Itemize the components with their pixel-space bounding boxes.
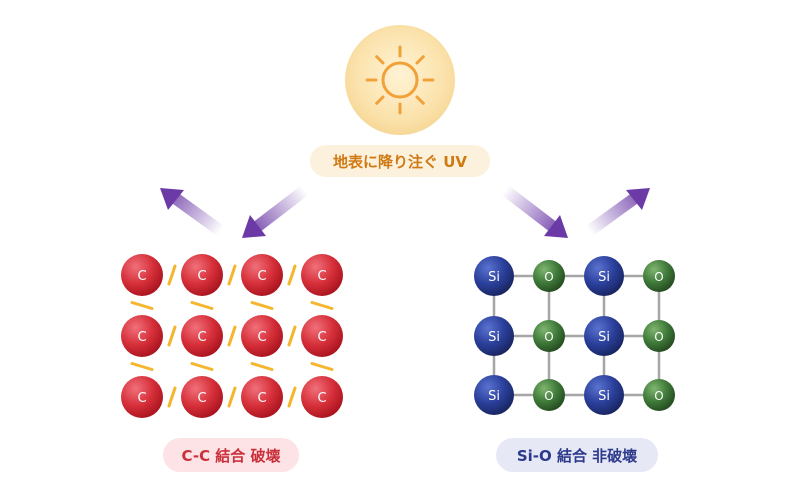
carbon-atom bbox=[121, 315, 163, 357]
carbon-atom bbox=[301, 315, 343, 357]
uv-reflected-arrow-right bbox=[584, 188, 650, 237]
carbon-atom bbox=[121, 254, 163, 296]
oxygen-atom-label: O bbox=[544, 270, 553, 284]
broken-cc-bond bbox=[167, 386, 177, 408]
carbon-atom-label: C bbox=[257, 330, 266, 345]
silicon-atom bbox=[474, 375, 514, 415]
silicon-atom-label: Si bbox=[598, 389, 610, 404]
carbon-atom bbox=[301, 254, 343, 296]
carbon-lattice: C C C C C C C C C C C C bbox=[121, 254, 343, 418]
broken-cc-bond bbox=[227, 264, 237, 286]
carbon-atom bbox=[181, 254, 223, 296]
broken-cc-bond bbox=[250, 362, 274, 371]
carbon-atom-label: C bbox=[257, 391, 266, 406]
uv-reflected-arrow-left bbox=[160, 188, 226, 237]
carbon-atom bbox=[241, 315, 283, 357]
carbon-atom bbox=[241, 254, 283, 296]
oxygen-atom bbox=[533, 260, 565, 292]
carbon-atom-label: C bbox=[137, 391, 146, 406]
broken-cc-bond bbox=[227, 325, 237, 347]
broken-cc-bond bbox=[287, 386, 297, 408]
carbon-atom-label: C bbox=[197, 269, 206, 284]
carbon-atom-label: C bbox=[197, 330, 206, 345]
carbon-atom-label: C bbox=[197, 391, 206, 406]
carbon-atom-label: C bbox=[317, 391, 326, 406]
silicon-atom bbox=[474, 316, 514, 356]
broken-cc-bond bbox=[190, 301, 214, 310]
silicon-atom bbox=[584, 375, 624, 415]
oxygen-atom bbox=[643, 320, 675, 352]
sun-icon bbox=[365, 45, 435, 115]
uv-incoming-arrow-right bbox=[501, 185, 568, 238]
sio-bond-caption: Si-O 結合 非破壊 bbox=[516, 446, 638, 465]
broken-cc-bond bbox=[250, 301, 274, 310]
oxygen-atom-label: O bbox=[654, 330, 663, 344]
sun-badge bbox=[345, 25, 455, 135]
oxygen-atom-label: O bbox=[654, 389, 663, 403]
cc-bond-caption-pill: C-C 結合 破壊 bbox=[163, 438, 299, 472]
oxygen-atom bbox=[533, 379, 565, 411]
sio-bond-caption-pill: Si-O 結合 非破壊 bbox=[496, 438, 658, 472]
carbon-atom-label: C bbox=[137, 330, 146, 345]
cc-bond-caption: C-C 結合 破壊 bbox=[181, 446, 281, 465]
broken-cc-bond bbox=[310, 301, 334, 310]
broken-cc-bond bbox=[227, 386, 237, 408]
broken-cc-bond bbox=[287, 325, 297, 347]
silicon-atom-label: Si bbox=[598, 330, 610, 345]
broken-cc-bond bbox=[310, 362, 334, 371]
uv-label: 地表に降り注ぐ UV bbox=[332, 152, 467, 171]
broken-cc-bond bbox=[167, 325, 177, 347]
oxygen-atom bbox=[643, 260, 675, 292]
silicon-atom bbox=[474, 256, 514, 296]
silicon-atom bbox=[584, 256, 624, 296]
carbon-atom bbox=[181, 315, 223, 357]
oxygen-atom-label: O bbox=[544, 330, 553, 344]
oxygen-atom-label: O bbox=[654, 270, 663, 284]
carbon-atom bbox=[241, 376, 283, 418]
carbon-atom-label: C bbox=[257, 269, 266, 284]
carbon-atom bbox=[181, 376, 223, 418]
silicon-atom-label: Si bbox=[488, 330, 500, 345]
broken-cc-bond bbox=[167, 264, 177, 286]
silicon-atom-label: Si bbox=[488, 389, 500, 404]
uv-label-pill: 地表に降り注ぐ UV bbox=[310, 145, 490, 177]
broken-cc-bond bbox=[130, 362, 154, 371]
broken-cc-bond bbox=[130, 301, 154, 310]
uv-incoming-arrow-left bbox=[242, 185, 309, 238]
carbon-atom bbox=[301, 376, 343, 418]
silicon-atom-label: Si bbox=[598, 270, 610, 285]
oxygen-atom-label: O bbox=[544, 389, 553, 403]
carbon-atom bbox=[121, 376, 163, 418]
oxygen-atom bbox=[533, 320, 565, 352]
carbon-atom-label: C bbox=[317, 269, 326, 284]
oxygen-atom bbox=[643, 379, 675, 411]
carbon-atom-label: C bbox=[137, 269, 146, 284]
broken-cc-bond bbox=[190, 362, 214, 371]
silicon-atom bbox=[584, 316, 624, 356]
broken-cc-bond bbox=[287, 264, 297, 286]
silicon-atom-label: Si bbox=[488, 270, 500, 285]
carbon-atom-label: C bbox=[317, 330, 326, 345]
